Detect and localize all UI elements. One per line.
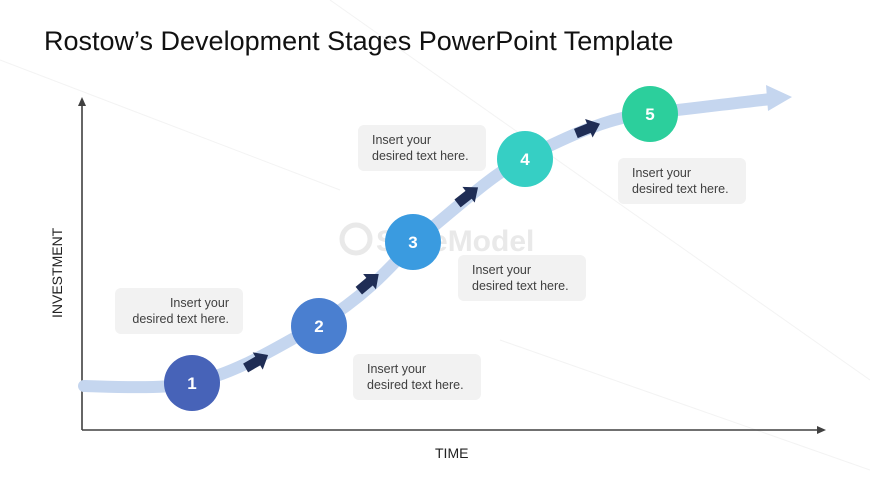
stage-circle	[497, 131, 553, 187]
progress-arrows	[243, 118, 600, 373]
stage-number: 5	[645, 105, 654, 124]
callout-stage-3: Insert your desired text here.	[458, 255, 586, 301]
stage-circle	[164, 355, 220, 411]
callout-line-1: Insert your	[367, 362, 427, 376]
callout-line-2: desired text here.	[132, 312, 229, 326]
arrow-icon	[574, 118, 600, 139]
stage-2: 2	[291, 298, 347, 354]
curve-arrowhead-icon	[766, 85, 792, 111]
page-title: Rostow’s Development Stages PowerPoint T…	[44, 26, 674, 56]
stage-4: 4	[497, 131, 553, 187]
callout-line-1: Insert your	[472, 263, 532, 277]
callout-line-1: Insert your	[169, 296, 229, 310]
background-lines	[0, 0, 870, 471]
arrow-icon	[243, 352, 269, 373]
callout-line-2: desired text here.	[472, 279, 569, 293]
callout-line-2: desired text here.	[372, 149, 469, 163]
stage-3: 3	[385, 214, 441, 270]
callout-line-2: desired text here.	[367, 378, 464, 392]
callout-stage-2: Insert your desired text here.	[353, 354, 481, 400]
axes	[78, 97, 826, 434]
y-axis-label: INVESTMENT	[49, 227, 65, 318]
stage-circle	[385, 214, 441, 270]
arrow-icon	[454, 186, 479, 208]
x-axis-arrowhead-icon	[817, 426, 826, 434]
stage-circle	[291, 298, 347, 354]
stage-number: 3	[408, 233, 417, 252]
stage-1: 1	[164, 355, 220, 411]
stage-circle	[622, 86, 678, 142]
callout-stage-1: Insert your desired text here.	[115, 288, 243, 334]
callout-stage-5: Insert your desired text here.	[618, 158, 746, 204]
callout-line-1: Insert your	[632, 166, 692, 180]
watermark-logo-icon	[339, 222, 373, 256]
arrow-icon	[355, 274, 379, 295]
x-axis-label: TIME	[435, 445, 468, 461]
stage-number: 1	[187, 374, 196, 393]
callout-stage-4: Insert your desired text here.	[358, 125, 486, 171]
stage-number: 2	[314, 317, 323, 336]
stage-number: 4	[520, 150, 530, 169]
stage-5: 5	[622, 86, 678, 142]
callout-line-1: Insert your	[372, 133, 432, 147]
callout-line-2: desired text here.	[632, 182, 729, 196]
y-axis-arrowhead-icon	[78, 97, 86, 106]
